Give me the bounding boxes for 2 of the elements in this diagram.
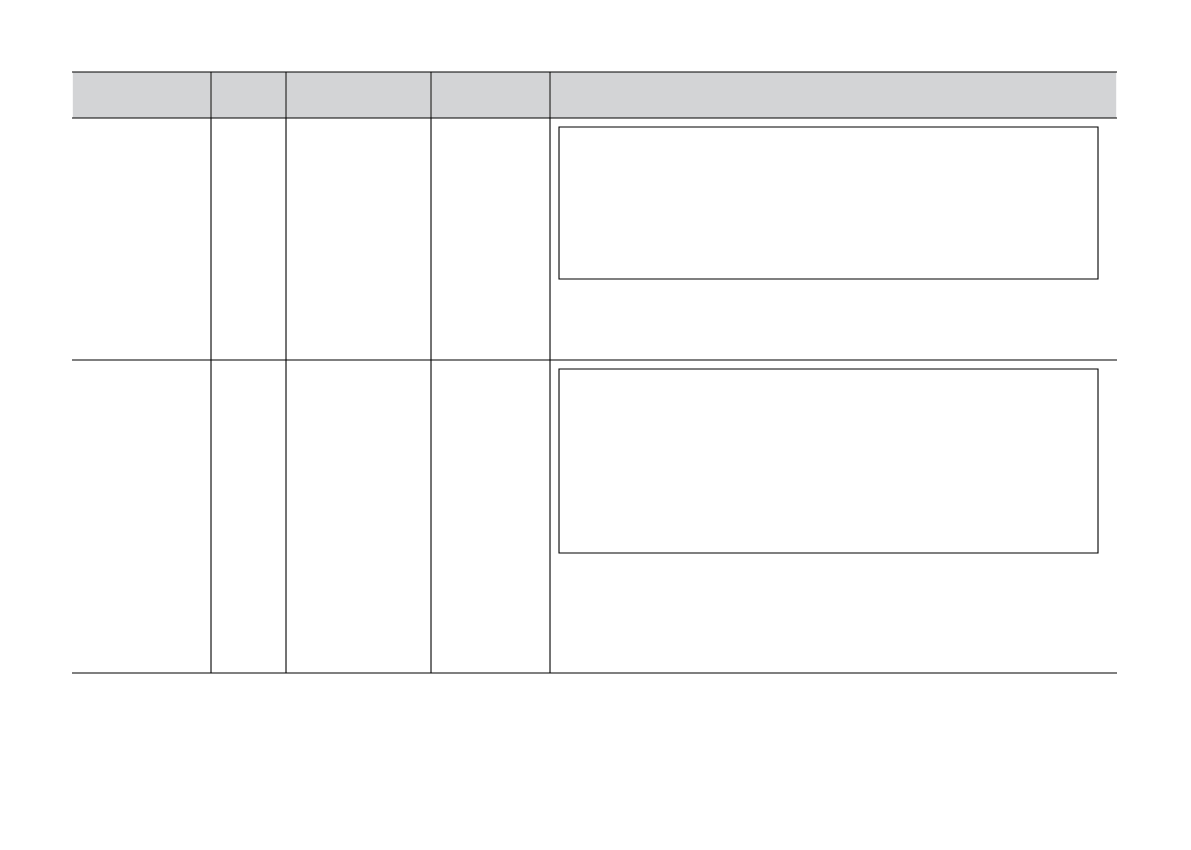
empty-box xyxy=(558,126,1099,280)
empty-box xyxy=(558,368,1099,554)
